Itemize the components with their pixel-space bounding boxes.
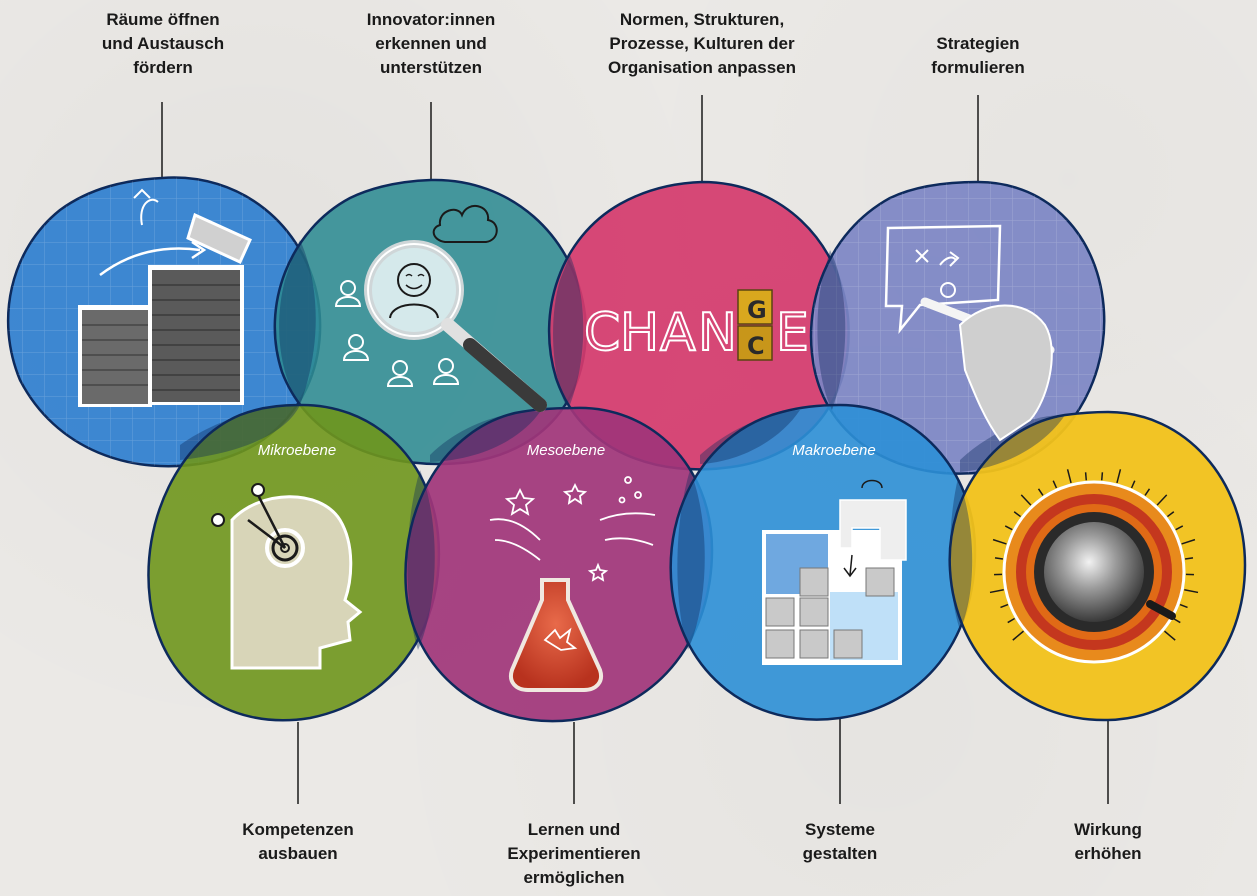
label-lernen: Lernen und Experimentieren ermöglichen — [507, 820, 641, 887]
knob-tick — [1013, 511, 1022, 518]
level-mikro: Mikroebene — [257, 442, 337, 459]
knob-tick — [1116, 469, 1122, 484]
knob-tick — [1100, 472, 1104, 481]
blocks-icon — [762, 479, 907, 665]
knob-tick — [1166, 511, 1175, 518]
level-makro: Makroebene — [792, 442, 876, 459]
knob-tick — [1066, 469, 1072, 484]
cube-top-letter: G — [747, 296, 767, 324]
knob-tick — [1020, 494, 1032, 506]
head-gear-icon — [211, 483, 363, 670]
change-letter-n: N — [698, 303, 737, 363]
knob-tick — [989, 588, 1004, 594]
flask-icon — [489, 476, 656, 692]
volume-knob-icon — [989, 469, 1199, 664]
knob-tick — [994, 557, 1004, 560]
knob-tick — [1179, 603, 1188, 609]
bottom-connector-lines — [297, 718, 1109, 804]
buildings-icon — [78, 188, 252, 407]
knob-tick — [1084, 472, 1088, 481]
knob-tick — [1156, 494, 1168, 506]
top-connector-lines — [161, 95, 979, 182]
cube-bottom-letter: C — [747, 332, 765, 360]
hand-pen-icon — [920, 297, 1055, 442]
change-letter-e: E — [776, 303, 809, 363]
label-systeme: Systeme gestalten — [802, 820, 878, 863]
knob-tick — [1004, 525, 1013, 531]
strategy-board-icon — [884, 224, 1002, 334]
label-innovator: Innovator:innen erkennen und unterstütze… — [366, 10, 496, 77]
knob-tick — [1007, 617, 1016, 624]
label-normen: Normen, Strukturen, Prozesse, Kulturen d… — [608, 10, 796, 77]
change-letter-h: H — [620, 303, 659, 363]
knob-tick — [1037, 488, 1044, 496]
knob-tick — [1181, 538, 1196, 545]
knob-tick — [1163, 630, 1176, 641]
people-icon — [334, 280, 460, 387]
change-word: C H A N G C E — [583, 289, 810, 364]
overlap-lenses — [180, 240, 1065, 650]
knob-tick — [1172, 617, 1181, 624]
label-strategien: Strategien formulieren — [931, 34, 1025, 77]
knob-tick — [1130, 480, 1136, 489]
level-meso: Mesoebene — [526, 442, 606, 459]
change-letter-c1: C — [584, 303, 620, 363]
knob-tick — [1000, 603, 1009, 609]
knob-tick — [1052, 480, 1058, 489]
cube-bottom — [737, 325, 773, 361]
knob-tick — [1184, 588, 1199, 594]
knob-tick — [1184, 557, 1194, 560]
knob-tick — [992, 538, 1007, 545]
knob-tick — [1012, 630, 1025, 641]
label-wirkung: Wirkung erhöhen — [1074, 820, 1142, 863]
label-raeume: Räume öffnen und Austausch fördern — [101, 10, 225, 77]
cube-top — [737, 289, 773, 325]
knob-tick — [1175, 525, 1184, 531]
knob-tick — [1144, 488, 1151, 496]
label-kompetenzen: Kompetenzen ausbauen — [242, 820, 354, 863]
change-letter-a: A — [660, 303, 696, 363]
magnifier-icon — [364, 205, 547, 412]
